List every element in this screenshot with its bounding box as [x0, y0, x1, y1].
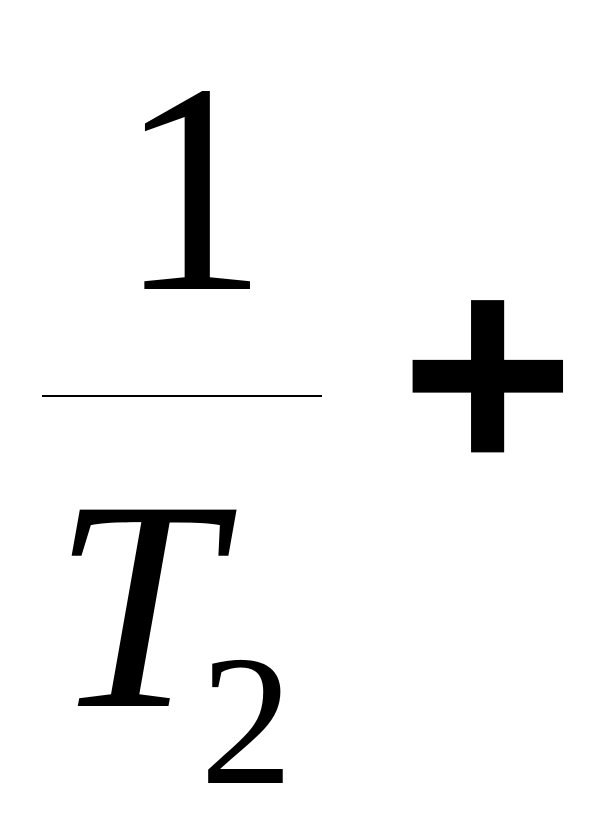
fraction-denominator-variable: T	[52, 439, 219, 771]
plus-operator: +	[400, 204, 576, 540]
fraction-denominator-subscript: 2	[200, 618, 293, 824]
fraction-bar	[42, 395, 322, 397]
fraction-numerator: 1	[118, 22, 268, 354]
